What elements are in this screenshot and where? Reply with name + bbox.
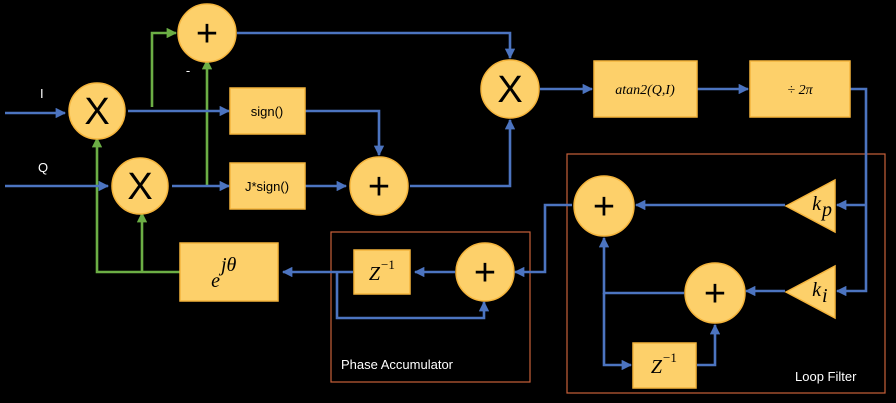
- delay-exponent-label: −1: [663, 350, 677, 365]
- kp-gain-block: k p: [784, 178, 836, 234]
- wire-integrator-to-sum: [598, 236, 684, 295]
- jsign-block: J*sign(): [229, 162, 306, 210]
- multiplier-i: X: [68, 82, 126, 140]
- multiplier-q: X: [111, 157, 169, 215]
- multiply-symbol: X: [497, 69, 522, 111]
- kp-gain-subscript: p: [820, 199, 832, 221]
- atan2-block: atan2(Q,I): [593, 60, 698, 118]
- wire-acc-feedback: [335, 272, 490, 320]
- sign-block-label: sign(): [251, 104, 284, 119]
- wire-top-adder-to-mult: [237, 31, 516, 60]
- exp-exponent-label: jθ: [218, 254, 237, 276]
- accumulator-adder: +: [455, 242, 515, 302]
- integrator-delay-block: Z −1: [632, 342, 697, 389]
- nco-wire-to-mult-i: [91, 136, 180, 274]
- phase-accumulator-border: [330, 231, 531, 383]
- wire-sign-to-adder: [305, 109, 385, 157]
- accumulator-delay-block: Z −1: [353, 249, 411, 295]
- plus-symbol: +: [196, 13, 218, 55]
- plus-symbol: +: [593, 186, 615, 228]
- sign-block: sign(): [229, 87, 306, 135]
- delay-exponent-label: −1: [381, 257, 395, 272]
- integrator-adder: +: [684, 262, 746, 324]
- wire-div-to-gains: [835, 87, 868, 297]
- plus-symbol: +: [368, 166, 390, 208]
- phase-detector-multiplier: X: [480, 59, 540, 119]
- wire-bottom-adder-to-mult: [410, 118, 516, 188]
- plus-symbol: +: [474, 252, 496, 294]
- phase-accumulator-label: Phase Accumulator: [341, 357, 454, 372]
- wire-integrator-to-delay: [602, 293, 633, 371]
- loop-filter-sum-adder: +: [573, 175, 635, 237]
- ki-gain-block: k i: [784, 264, 836, 320]
- divide-2pi-block: ÷ 2π: [749, 60, 851, 118]
- delay-z-label: Z: [369, 263, 381, 285]
- jsign-block-label: J*sign(): [245, 179, 289, 194]
- wire-delay-to-integrator: [697, 323, 721, 367]
- kp-gain-label: k: [812, 193, 822, 215]
- plus-symbol: +: [704, 273, 726, 315]
- loop-filter-border: [566, 153, 886, 394]
- error-adder-top: +: [177, 3, 237, 63]
- feedback-wire-i-to-adder: [150, 27, 178, 107]
- multiply-symbol: X: [127, 166, 152, 208]
- exp-base-label: e: [211, 270, 220, 292]
- delay-z-label: Z: [651, 356, 663, 378]
- loop-filter-label: Loop Filter: [795, 369, 857, 384]
- divide-2pi-label: ÷ 2π: [787, 83, 813, 98]
- multiply-symbol: X: [84, 91, 109, 133]
- i-input-label: I: [40, 86, 44, 101]
- atan2-block-label: atan2(Q,I): [615, 83, 675, 98]
- ki-gain-subscript: i: [822, 285, 828, 307]
- ki-gain-label: k: [812, 279, 822, 301]
- q-input-label: Q: [38, 160, 48, 175]
- wire-filter-to-accumulator: [513, 203, 572, 278]
- sign-adder: +: [349, 156, 409, 216]
- minus-sign: -: [186, 63, 190, 78]
- nco-exp-block: e jθ: [179, 242, 279, 302]
